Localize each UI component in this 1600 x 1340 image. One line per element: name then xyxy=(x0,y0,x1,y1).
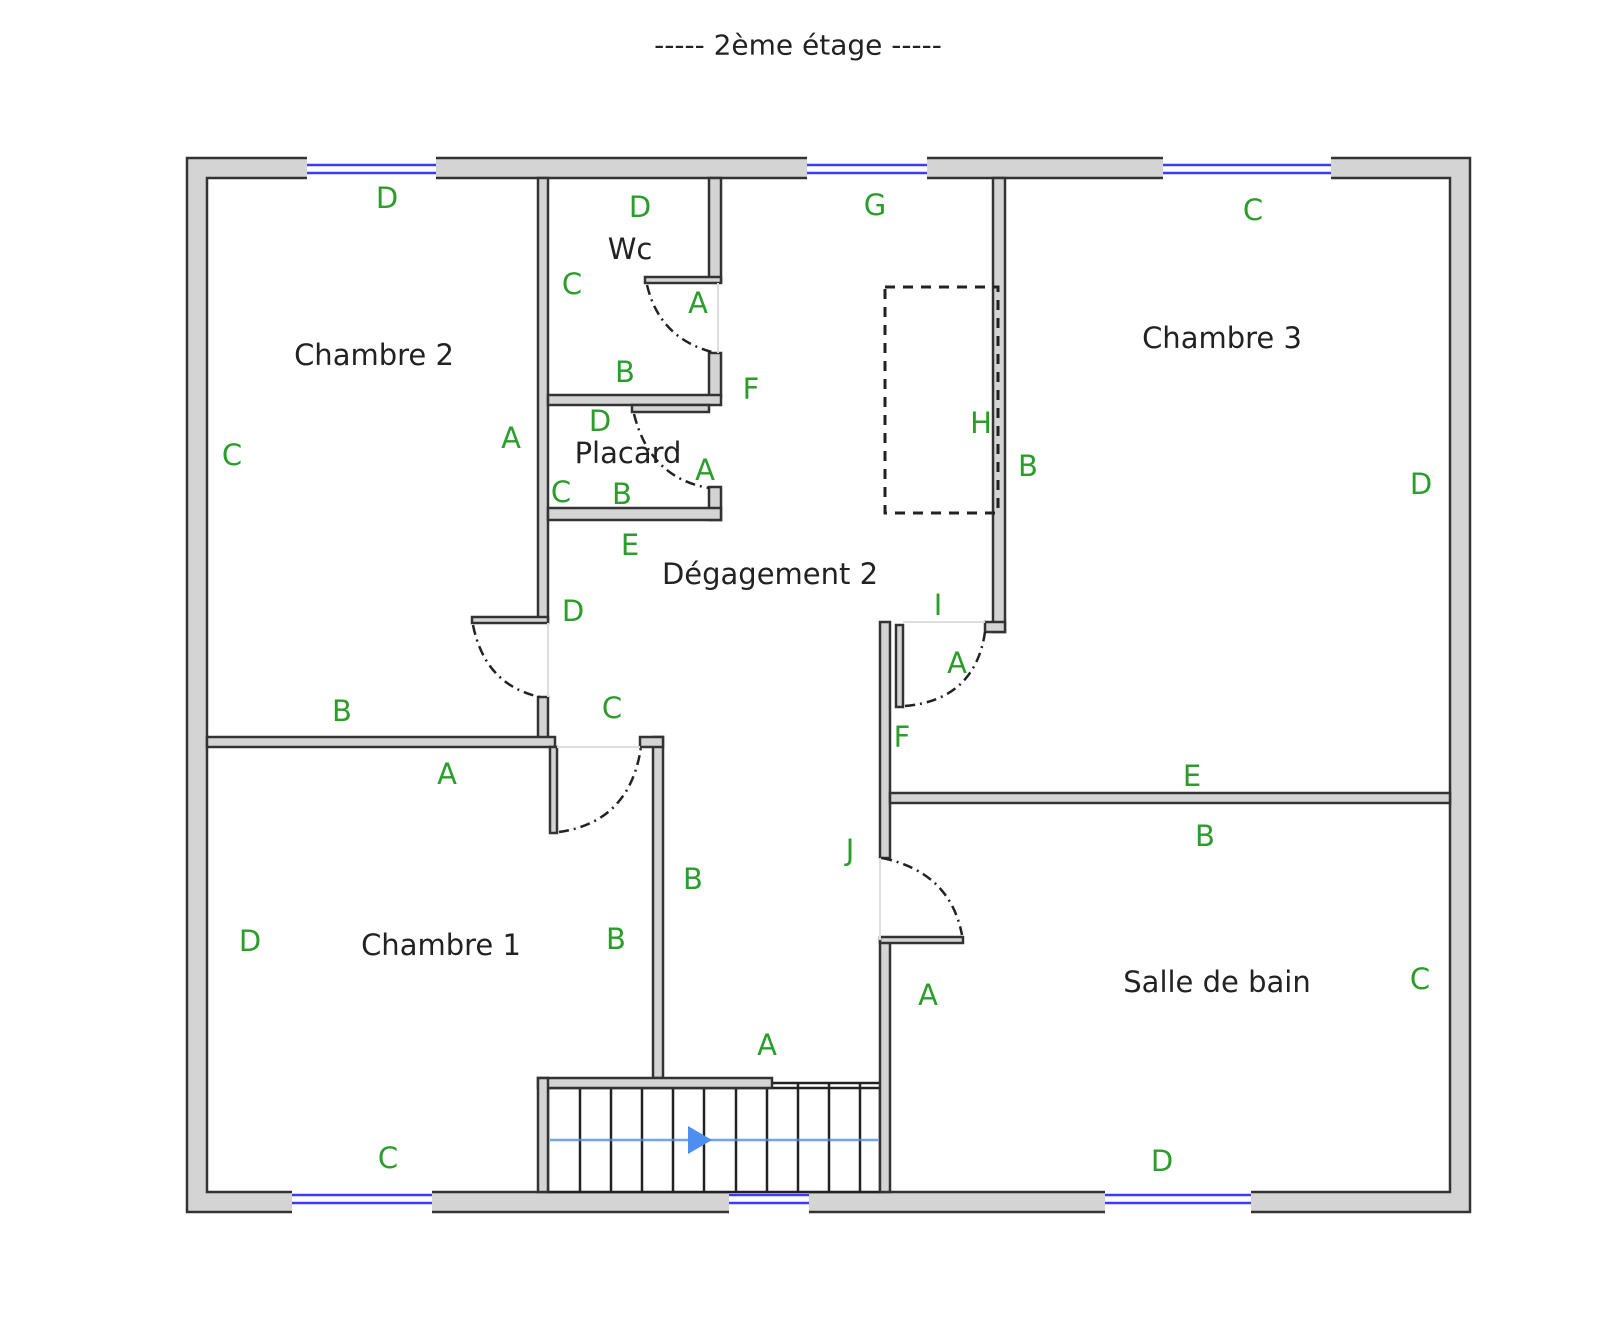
wall-label: F xyxy=(894,720,911,754)
door-chambre2 xyxy=(470,615,550,625)
outer-walls xyxy=(185,156,1472,1214)
window xyxy=(292,1190,432,1214)
wall-labels: D D G C C A B F A C D C A B H B D E D I … xyxy=(222,181,1432,1178)
wall-label: A xyxy=(695,453,715,487)
window xyxy=(729,1190,809,1214)
wall-label: C xyxy=(222,438,242,472)
wall-label: C xyxy=(602,691,622,725)
room-label-placard: Placard xyxy=(575,436,682,470)
doors xyxy=(470,275,987,945)
door-chambre1 xyxy=(548,745,559,835)
wall-label: E xyxy=(1183,759,1201,793)
wall-label: H xyxy=(970,406,992,440)
wall-label: A xyxy=(437,757,457,791)
wall-label: D xyxy=(589,404,611,438)
window xyxy=(307,156,436,180)
wall-label: C xyxy=(551,475,571,509)
floor-title: ----- 2ème étage ----- xyxy=(654,29,942,62)
interior-walls xyxy=(205,176,1452,1194)
window xyxy=(1105,1190,1251,1214)
wall-label: I xyxy=(934,588,943,622)
wall-label: A xyxy=(501,421,521,455)
wall-label: B xyxy=(606,922,626,956)
wall-label: B xyxy=(1195,819,1215,853)
door-salle-de-bain xyxy=(878,935,965,945)
wall-label: D xyxy=(562,594,584,628)
window xyxy=(1163,156,1331,180)
wall-label: D xyxy=(1151,1144,1173,1178)
wall-label: A xyxy=(688,286,708,320)
stair-arrow-icon xyxy=(688,1126,712,1154)
door-chambre3 xyxy=(894,623,905,709)
wall-label: G xyxy=(864,188,886,222)
wall-label: A xyxy=(757,1028,777,1062)
windows xyxy=(292,156,1331,1214)
wall-label: D xyxy=(239,924,261,958)
wall-label: J xyxy=(844,833,855,867)
wall-label: B xyxy=(615,355,635,389)
wall-label: C xyxy=(562,267,582,301)
room-label-chambre-2: Chambre 2 xyxy=(294,338,454,372)
door-placard xyxy=(630,403,711,414)
wall-label: B xyxy=(683,862,703,896)
dashed-zone xyxy=(883,285,1000,515)
wall-label: C xyxy=(1243,193,1263,227)
wall-label: D xyxy=(376,181,398,215)
staircase xyxy=(546,1081,882,1194)
window xyxy=(807,156,927,180)
wall-label: D xyxy=(1410,467,1432,501)
wall-label: B xyxy=(612,477,632,511)
wall-label: F xyxy=(743,372,760,406)
room-label-chambre-1: Chambre 1 xyxy=(361,928,521,962)
wall-label: C xyxy=(378,1141,398,1175)
door-wc xyxy=(643,275,723,285)
wall-label: A xyxy=(947,646,967,680)
room-label-salle-de-bain: Salle de bain xyxy=(1123,965,1310,999)
wall-label: B xyxy=(1018,449,1038,483)
room-label-degagement-2: Dégagement 2 xyxy=(662,557,878,591)
room-label-chambre-3: Chambre 3 xyxy=(1142,321,1302,355)
wall-label: B xyxy=(332,694,352,728)
wall-label: E xyxy=(621,528,639,562)
wall-label: C xyxy=(1410,962,1430,996)
wall-label: A xyxy=(918,978,938,1012)
room-label-wc: Wc xyxy=(608,232,653,266)
wall-label: D xyxy=(629,190,651,224)
